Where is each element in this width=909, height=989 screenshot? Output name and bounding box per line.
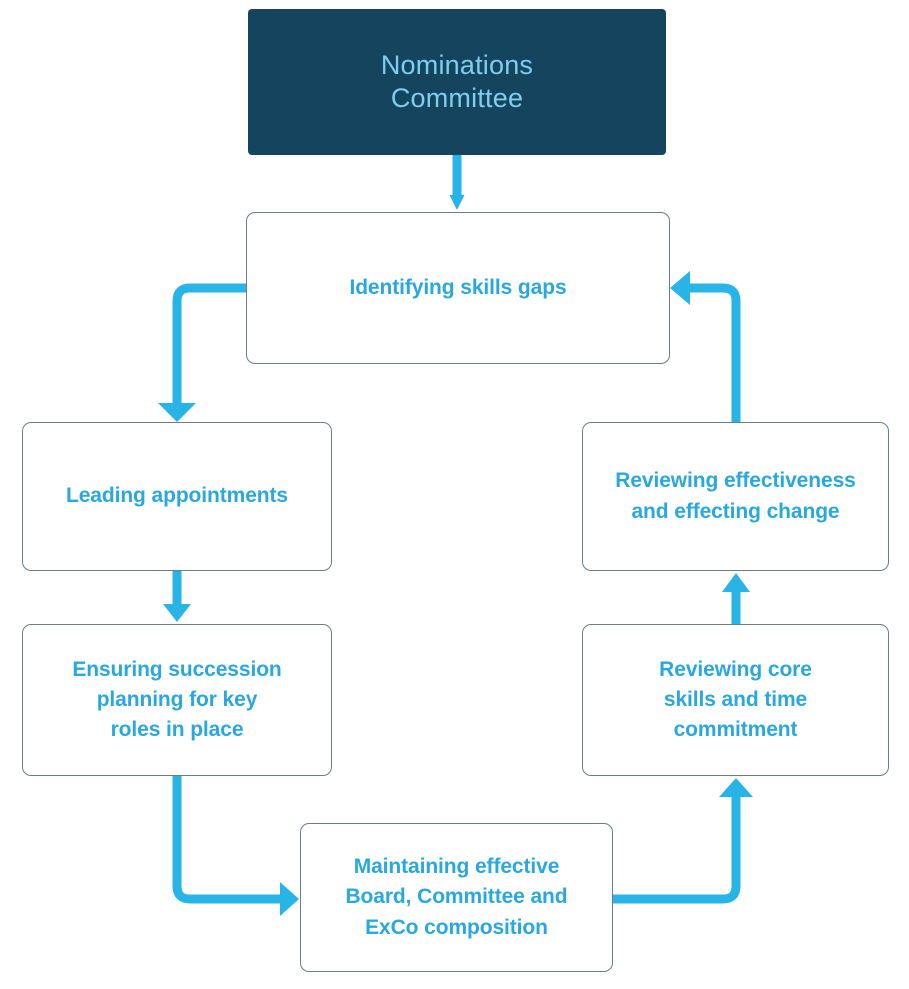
node-ensuring-succession-planning[interactable]: Ensuring succession planning for key rol… <box>22 624 332 776</box>
node-label: Maintaining effective Board, Committee a… <box>345 855 568 939</box>
node-identifying-skills-gaps[interactable]: Identifying skills gaps <box>246 212 670 364</box>
connector-maintaining-to-core-skills <box>613 778 753 904</box>
connector-effectiveness-to-identifying <box>670 271 741 422</box>
node-label: Identifying skills gaps <box>349 275 567 299</box>
node-label: Nominations Committee <box>380 49 534 113</box>
connector-leading-to-succession <box>163 571 191 622</box>
connector-core-skills-to-effectiveness <box>722 573 750 624</box>
connector-identifying-to-leading <box>158 283 246 422</box>
node-nominations-committee[interactable]: Nominations Committee <box>248 9 666 155</box>
connector-root-to-identifying <box>449 155 465 210</box>
node-label: Leading appointments <box>65 484 288 508</box>
node-maintaining-effective-composition[interactable]: Maintaining effective Board, Committee a… <box>300 823 613 972</box>
node-label: Reviewing effectiveness and effecting ch… <box>615 469 856 523</box>
node-label: Ensuring succession planning for key rol… <box>72 657 282 742</box>
node-leading-appointments[interactable]: Leading appointments <box>22 422 332 571</box>
node-reviewing-core-skills[interactable]: Reviewing core skills and time commitmen… <box>582 624 889 776</box>
connector-succession-to-maintaining <box>172 776 299 916</box>
node-label: Reviewing core skills and time commitmen… <box>659 657 812 742</box>
node-reviewing-effectiveness[interactable]: Reviewing effectiveness and effecting ch… <box>582 422 889 571</box>
